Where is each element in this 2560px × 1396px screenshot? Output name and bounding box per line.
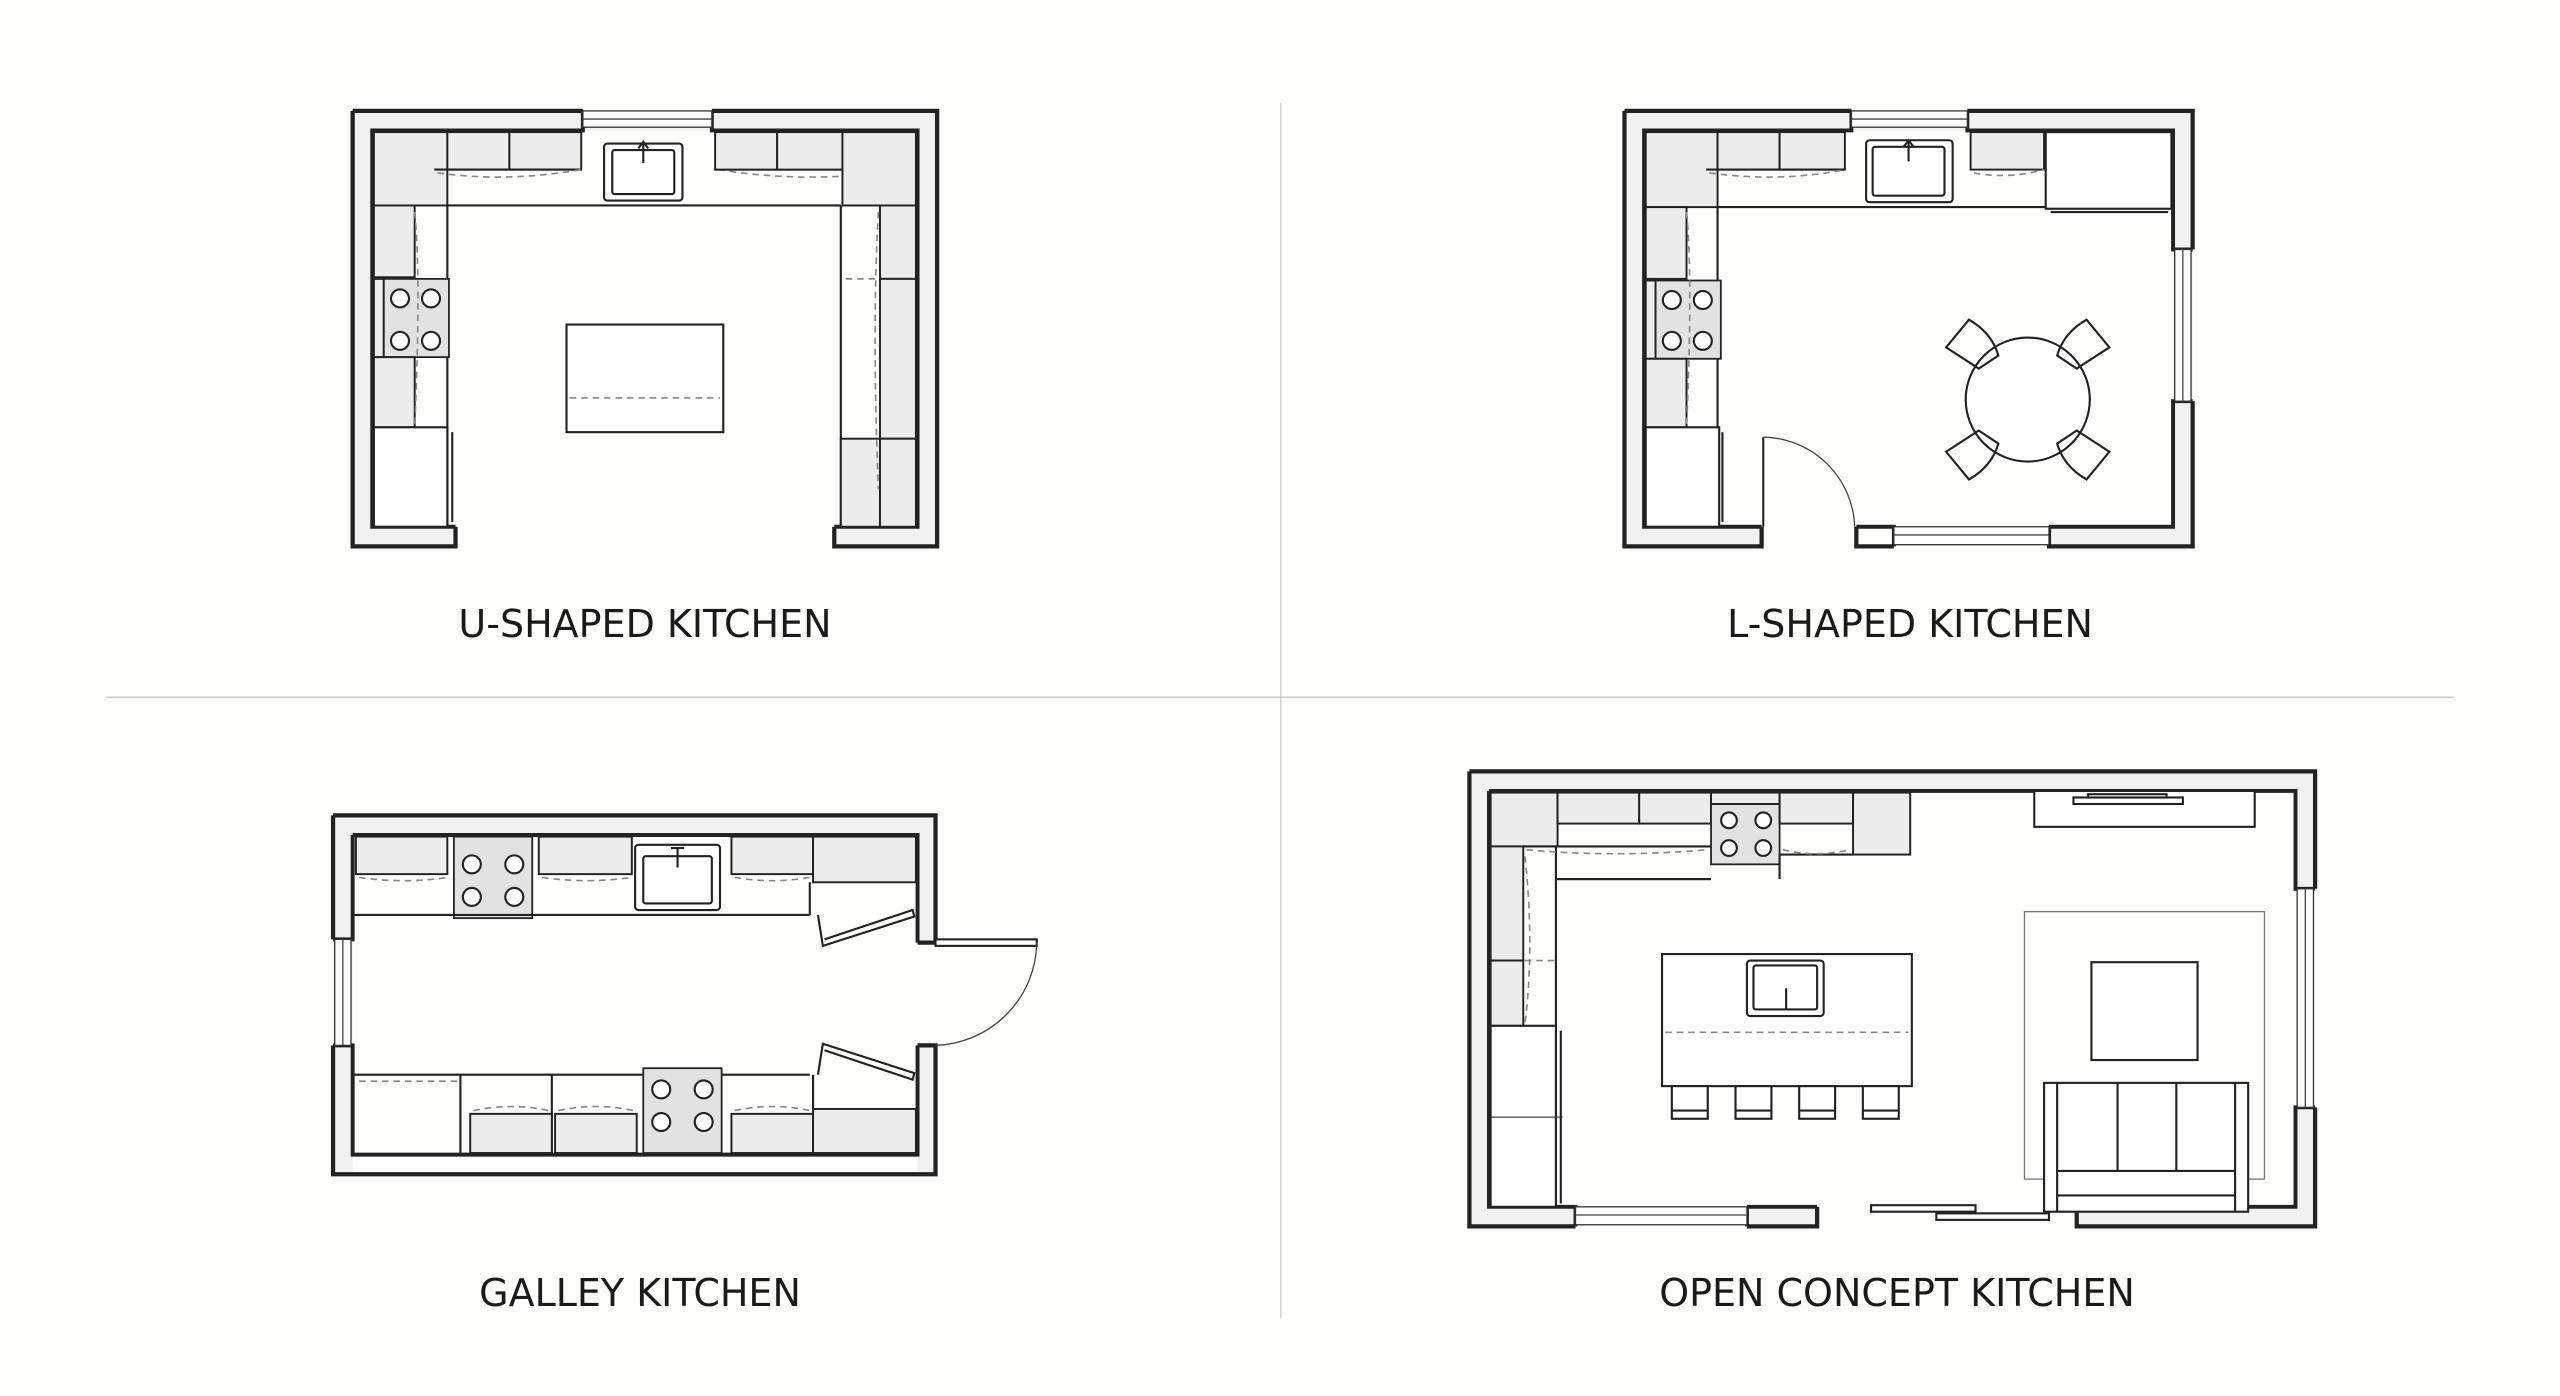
coffee-table — [2090, 961, 2199, 1062]
stove-icon — [1710, 803, 1781, 866]
sink-icon — [603, 140, 684, 202]
living-area — [2023, 910, 2266, 1213]
panel-label-l-shaped: L-SHAPED KITCHEN — [1727, 602, 2093, 646]
door-swing — [934, 938, 1038, 1047]
sink-icon — [634, 843, 722, 912]
door-swing — [1762, 436, 1856, 527]
panel-label-galley: GALLEY KITCHEN — [479, 1271, 801, 1315]
open-concept-plan — [1467, 769, 2318, 1229]
island — [565, 323, 725, 434]
island — [1660, 952, 1913, 1120]
l-shaped-plan — [1622, 108, 2195, 549]
u-shaped-plan — [350, 108, 940, 549]
dining-table — [1944, 318, 2111, 481]
stove-icon — [452, 835, 534, 920]
window — [1574, 1206, 1748, 1226]
refrigerator — [2044, 131, 2173, 210]
panel-label-u-shaped: U-SHAPED KITCHEN — [458, 602, 832, 646]
panel-label-open-concept: OPEN CONCEPT KITCHEN — [1659, 1271, 2135, 1315]
sofa — [2043, 1081, 2250, 1213]
bar-stools — [1670, 1085, 1900, 1120]
window — [1893, 526, 2050, 546]
sink-icon — [1865, 138, 1954, 204]
sliding-door — [1869, 1204, 2051, 1221]
galley-plan — [330, 813, 1038, 1177]
stove-icon — [642, 1067, 723, 1154]
